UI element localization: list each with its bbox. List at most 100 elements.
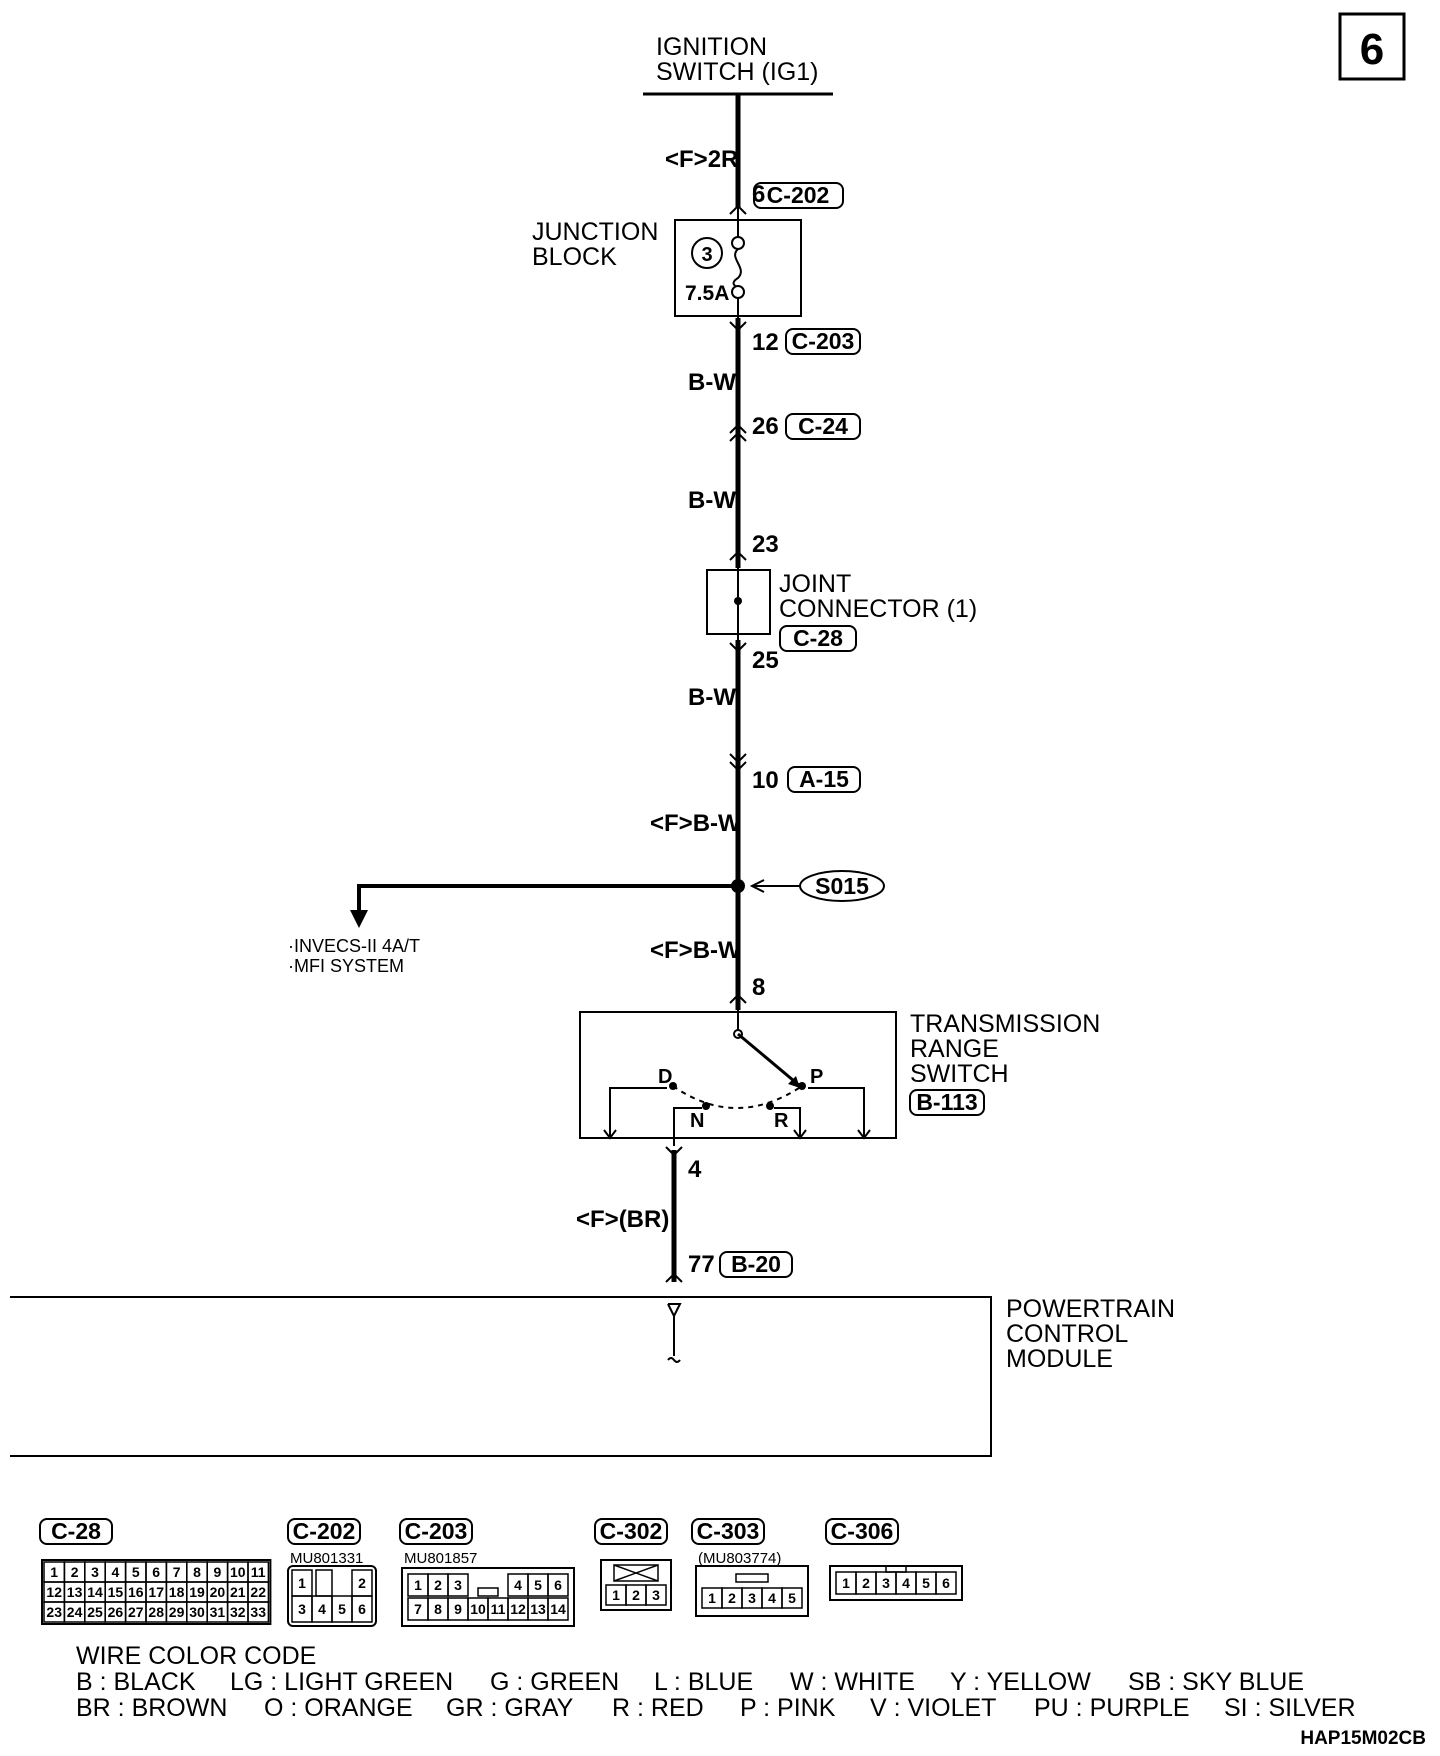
pin-number: 4: [768, 1590, 776, 1606]
pin-number: 9: [214, 1564, 222, 1580]
trs-label-3: SWITCH: [910, 1060, 1009, 1088]
svg-text:B-20: B-20: [731, 1251, 781, 1277]
connector-label-a15: A-15: [787, 766, 861, 793]
c203-part-number: MU801857: [404, 1550, 477, 1567]
legend-entry: W : WHITE: [790, 1668, 915, 1696]
pin-number: 4: [514, 1577, 522, 1593]
pin-number: 30: [189, 1604, 205, 1620]
pin-number: 3: [652, 1587, 660, 1603]
pin-cell: [547, 1597, 569, 1621]
svg-text:B-113: B-113: [916, 1089, 977, 1115]
pcm-label-3: MODULE: [1006, 1345, 1113, 1373]
pin-number: 8: [193, 1564, 201, 1580]
branch-wire: ·INVECS-II 4A/T ·MFI SYSTEM: [288, 884, 738, 976]
pin-number: 7: [414, 1601, 422, 1617]
position-r: R: [774, 1110, 789, 1132]
pin-number: 6: [554, 1577, 562, 1593]
wire-label-2r: <F>2R: [665, 146, 738, 173]
pin-number: 11: [491, 1601, 506, 1617]
position-d: D: [658, 1066, 672, 1088]
splice-label: S015: [815, 873, 869, 899]
pin-number: 2: [434, 1577, 442, 1593]
connector-label-c203: C-203: [785, 328, 861, 355]
wire-label-f-br: <F>(BR): [576, 1206, 669, 1233]
pin-number: 1: [708, 1590, 716, 1606]
splice-s015: S015: [731, 870, 885, 902]
connector-label-c202: C-202: [753, 182, 844, 209]
position-p: P: [810, 1066, 823, 1088]
pin-number: 11: [251, 1564, 266, 1580]
powertrain-control-module: POWERTRAIN CONTROL MODULE: [10, 1295, 1175, 1457]
pin-trs-out: 4: [688, 1156, 702, 1183]
pin-number: 6: [942, 1575, 950, 1591]
pin-cell: [351, 1595, 373, 1623]
svg-text:C-202: C-202: [293, 1518, 356, 1544]
arrow-down-icon: [350, 910, 368, 928]
svg-text:C-24: C-24: [798, 413, 848, 439]
ignition-switch: IGNITION SWITCH (IG1): [643, 33, 833, 96]
joint-point: [734, 597, 742, 605]
pin-number: 8: [434, 1601, 442, 1617]
pin-jc-out: 25: [752, 647, 779, 674]
wire-label-bw-2: B-W: [688, 487, 736, 514]
pin-number: 3: [882, 1575, 890, 1591]
junction-block-label-1: JUNCTION: [532, 218, 658, 246]
pin-number: 13: [67, 1584, 83, 1600]
legend-entry: SI : SILVER: [1224, 1694, 1356, 1722]
legend-entry: GR : GRAY: [446, 1694, 574, 1722]
pin-number: 5: [132, 1564, 140, 1580]
pin-c24: 26: [752, 413, 779, 440]
pin-number: 20: [210, 1584, 226, 1600]
diagram-id: HAP15M02CB: [1300, 1728, 1426, 1749]
legend-entry: SB : SKY BLUE: [1128, 1668, 1304, 1696]
junction-block: JUNCTION BLOCK 3 7.5A: [532, 208, 802, 318]
pin-number: 24: [67, 1604, 83, 1620]
legend-entry: L : BLUE: [654, 1668, 753, 1696]
pin-number: 32: [230, 1604, 246, 1620]
pin-number: 3: [748, 1590, 756, 1606]
svg-text:C-203: C-203: [792, 328, 855, 354]
pin-number: 6: [152, 1564, 160, 1580]
pin-number: 3: [91, 1564, 99, 1580]
terminal-icon: [667, 1303, 682, 1319]
ignition-label-2: SWITCH (IG1): [656, 58, 819, 86]
pin-number: 19: [189, 1584, 205, 1600]
svg-text:C-203: C-203: [405, 1518, 468, 1544]
pin-number: 9: [454, 1601, 462, 1617]
pin-number: 2: [728, 1590, 736, 1606]
pin-trs-in: 8: [752, 974, 765, 1001]
pin-a15: 10: [752, 767, 779, 794]
pin-number: 31: [210, 1604, 226, 1620]
connector-chevrons: [665, 204, 747, 1283]
connector-label-b113: B-113: [909, 1089, 985, 1116]
svg-text:C-306: C-306: [831, 1518, 894, 1544]
arrow-left-icon: [749, 879, 765, 893]
svg-text:C-303: C-303: [697, 1518, 760, 1544]
legend-entry: G : GREEN: [490, 1668, 619, 1696]
wire-label-f-bw-2: <F>B-W: [650, 937, 741, 964]
pin-number: 6: [358, 1601, 366, 1617]
legend-entry: V : VIOLET: [870, 1694, 996, 1722]
pin-cell: [781, 1587, 803, 1609]
legend-entry: O : ORANGE: [264, 1694, 413, 1722]
junction-block-label-2: BLOCK: [532, 243, 617, 271]
legend-entry: BR : BROWN: [76, 1694, 227, 1722]
trs-label-2: RANGE: [910, 1035, 999, 1063]
pin-number: 23: [46, 1604, 62, 1620]
pin-c203: 12: [752, 329, 779, 356]
fuse-number: 3: [701, 244, 712, 266]
pin-number: 3: [298, 1601, 306, 1617]
pin-number: 2: [358, 1575, 366, 1591]
transmission-range-switch: D P N R TRANSMISSION RANGE SWITCH: [579, 1010, 1100, 1146]
legend-entry: PU : PURPLE: [1034, 1694, 1190, 1722]
